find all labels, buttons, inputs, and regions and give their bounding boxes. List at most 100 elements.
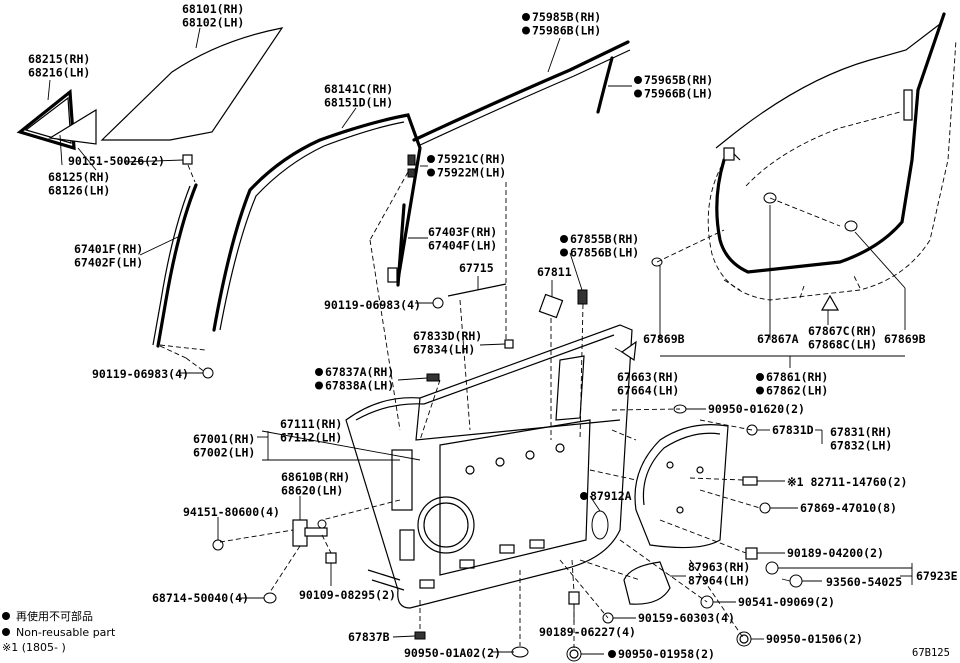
bolt-90109[interactable] <box>325 552 337 577</box>
part-number-text[interactable]: 67833D(RH) <box>413 329 482 343</box>
part-number-text[interactable]: 67002(LH) <box>193 446 255 460</box>
plug-90950-01958[interactable] <box>566 646 582 662</box>
part-number-text[interactable]: 68125(RH) <box>48 170 110 184</box>
clip-67855[interactable] <box>577 289 588 305</box>
part-number-text[interactable]: 67869B <box>643 332 685 346</box>
part-number-text[interactable]: 75922M(LH) <box>437 166 506 180</box>
part-number-text[interactable]: 68126(LH) <box>48 184 110 198</box>
part-number-text[interactable]: 75986B(LH) <box>532 24 601 38</box>
part-number-text[interactable]: 75965B(RH) <box>644 73 713 87</box>
frame-molding[interactable] <box>412 40 630 142</box>
glass-run[interactable] <box>212 113 422 332</box>
part-number-text[interactable]: 67867C(RH) <box>808 324 877 338</box>
part-number-text[interactable]: 90119-06983(4) <box>92 367 189 381</box>
part-number-text[interactable]: 87963(RH) <box>688 560 750 574</box>
pin-68714[interactable] <box>263 592 277 604</box>
quarter-glass[interactable] <box>48 108 97 145</box>
part-number-text[interactable]: 90950-01958(2) <box>618 647 715 661</box>
pad-67663[interactable] <box>620 340 637 362</box>
rear-glass-channel[interactable] <box>156 183 198 348</box>
part-number-text[interactable]: 67838A(LH) <box>325 379 394 393</box>
part-number-text[interactable]: 67001(RH) <box>193 432 255 446</box>
clip-67867c[interactable] <box>820 294 840 311</box>
clip-67837b[interactable] <box>414 631 426 640</box>
clip-90151[interactable] <box>182 154 196 183</box>
door-panel[interactable] <box>345 324 633 609</box>
door-weatherstrip[interactable] <box>707 12 957 301</box>
part-number-text[interactable]: 67663(RH) <box>617 370 679 384</box>
pad-87912a[interactable] <box>591 510 609 540</box>
bolt-90119-lower[interactable] <box>180 367 214 379</box>
part-number-text[interactable]: 67112(LH) <box>280 431 342 445</box>
part-number-text[interactable]: 68102(LH) <box>182 16 244 30</box>
part-number-text[interactable]: 87912A <box>590 489 632 503</box>
part-number-text[interactable]: 68216(LH) <box>28 66 90 80</box>
quarter-window-seal[interactable] <box>16 88 76 151</box>
part-number-text[interactable]: 75921C(RH) <box>437 152 506 166</box>
part-number-text[interactable]: 67869-47010(8) <box>800 501 897 515</box>
part-number-text[interactable]: 68215(RH) <box>28 52 90 66</box>
plug-90950-01a02[interactable] <box>511 646 529 658</box>
part-number-text[interactable]: 75966B(LH) <box>644 87 713 101</box>
part-number-text[interactable]: 90119-06983(4) <box>324 298 421 312</box>
nut-90189-06227[interactable] <box>568 591 580 605</box>
service-hole-cover[interactable] <box>634 424 729 549</box>
part-number-text[interactable]: 90189-04200(2) <box>787 546 884 560</box>
part-number-text[interactable]: 90151-50026(2) <box>68 154 165 168</box>
part-number-text[interactable]: 67831(RH) <box>830 425 892 439</box>
part-number-text[interactable]: 67401F(RH) <box>74 242 143 256</box>
pillar-garnish[interactable] <box>596 56 614 114</box>
part-number-text[interactable]: 67715 <box>459 261 494 275</box>
part-number-text[interactable]: 87964(LH) <box>688 574 750 588</box>
part-number-text[interactable]: 67837A(RH) <box>325 365 394 379</box>
part-number-text[interactable]: 68141C(RH) <box>324 82 393 96</box>
part-number-text[interactable]: 68610B(RH) <box>281 470 350 484</box>
clip-67869b-right[interactable] <box>844 220 858 232</box>
pad-67811[interactable] <box>538 293 564 319</box>
part-number-text[interactable]: 67869B <box>884 332 926 346</box>
clip-67837a[interactable] <box>426 373 440 382</box>
part-number-text[interactable]: 67403F(RH) <box>428 225 497 239</box>
part-number-text[interactable]: 67664(LH) <box>617 384 679 398</box>
door-glass[interactable] <box>100 27 284 141</box>
part-number-text[interactable]: 93560-54025 <box>826 575 902 589</box>
strip-67715[interactable] <box>447 283 507 297</box>
part-number-text[interactable]: 94151-80600(4) <box>183 505 280 519</box>
part-number-text[interactable]: 67402F(LH) <box>74 256 143 270</box>
part-number-text[interactable]: 67867A <box>757 332 799 346</box>
part-number-text[interactable]: 67856B(LH) <box>570 246 639 260</box>
clamp-82711[interactable] <box>742 476 758 486</box>
nut-90189-04200[interactable] <box>745 547 758 560</box>
part-number-text[interactable]: 67832(LH) <box>830 439 892 453</box>
screw-93560[interactable] <box>781 574 803 588</box>
plug-90950-01506[interactable] <box>736 631 752 647</box>
part-number-text[interactable]: 67111(RH) <box>280 417 342 431</box>
division-bar[interactable] <box>396 203 406 287</box>
part-number-text[interactable]: 68620(LH) <box>281 484 343 498</box>
part-number-text[interactable]: 67404F(LH) <box>428 239 497 253</box>
part-number-text[interactable]: 67834(LH) <box>413 343 475 357</box>
part-number-text[interactable]: 68151D(LH) <box>324 96 393 110</box>
mirror-bracket[interactable] <box>623 561 671 605</box>
part-number-text[interactable]: 75985B(RH) <box>532 10 601 24</box>
part-number-text[interactable]: 90950-01620(2) <box>708 402 805 416</box>
bolt-90119-upper[interactable] <box>415 297 444 309</box>
part-number-text[interactable]: 67862(LH) <box>766 384 828 398</box>
clip-67923e[interactable] <box>765 561 779 575</box>
part-number-text[interactable]: ※1 82711-14760(2) <box>787 475 907 489</box>
part-number-text[interactable]: 67831D <box>772 423 814 437</box>
part-number-text[interactable]: 90109-08295(2) <box>299 588 396 602</box>
door-lock-part[interactable] <box>504 339 514 349</box>
part-number-text[interactable]: 67811 <box>537 265 572 279</box>
clip-67869-47010[interactable] <box>759 502 771 514</box>
part-number-text[interactable]: 90159-60303(4) <box>638 611 735 625</box>
part-number-text[interactable]: 90189-06227(4) <box>539 625 636 639</box>
part-number-text[interactable]: 67855B(RH) <box>570 232 639 246</box>
door-hinge[interactable] <box>292 519 328 547</box>
part-number-text[interactable]: 68714-50040(4) <box>152 591 249 605</box>
part-number-text[interactable]: 67923E <box>916 569 958 583</box>
part-number-text[interactable]: 90541-09069(2) <box>738 595 835 609</box>
clip-75921[interactable] <box>407 154 416 166</box>
part-number-text[interactable]: 67868C(LH) <box>808 338 877 352</box>
part-number-text[interactable]: 90950-01A02(2) <box>404 646 501 660</box>
